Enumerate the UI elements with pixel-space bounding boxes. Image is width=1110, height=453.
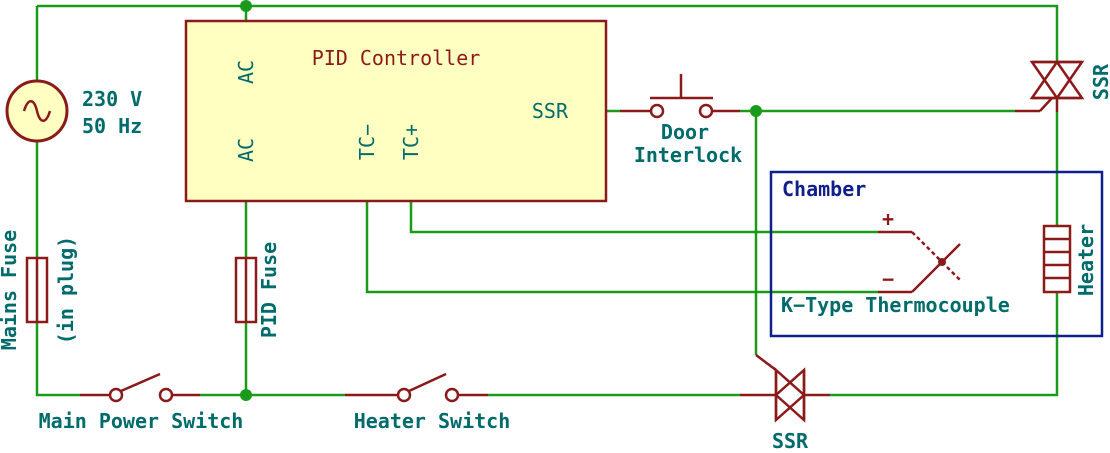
source-frequency: 50 Hz bbox=[82, 114, 142, 138]
pin-ac-bottom: AC bbox=[234, 138, 258, 162]
ac-source: 230 V 50 Hz bbox=[5, 79, 142, 143]
pin-ac-top: AC bbox=[234, 60, 258, 84]
pid-controller: PID Controller AC AC TC− TC+ SSR bbox=[184, 19, 608, 203]
pid-fuse: PID Fuse bbox=[234, 242, 281, 338]
door-label: Door bbox=[661, 120, 709, 144]
door-interlock: Door Interlock bbox=[620, 74, 742, 167]
heater-label: Heater bbox=[1074, 224, 1098, 296]
mains-fuse-note: (in plug) bbox=[54, 236, 78, 344]
ssr-top: SSR bbox=[1015, 59, 1110, 113]
tc-plus-sign: + bbox=[882, 207, 894, 231]
thermocouple-label: K−Type Thermocouple bbox=[781, 293, 1010, 317]
interlock-label: Interlock bbox=[634, 143, 742, 167]
controller-title: PID Controller bbox=[312, 46, 481, 70]
main-power-switch: Main Power Switch bbox=[39, 372, 244, 433]
ssr-bottom: SSR bbox=[740, 354, 830, 453]
ssr-top-label: SSR bbox=[1089, 63, 1110, 100]
junction-dot bbox=[240, 0, 252, 12]
main-switch-label: Main Power Switch bbox=[39, 409, 244, 433]
heater: Heater bbox=[1042, 224, 1098, 296]
heater-switch: Heater Switch bbox=[345, 372, 511, 433]
chamber-title: Chamber bbox=[782, 177, 866, 201]
thermocouple: + − bbox=[878, 207, 961, 294]
junction-dot bbox=[240, 389, 252, 401]
tc-minus-sign: − bbox=[882, 267, 894, 291]
chamber: Chamber + − K−Type Thermocouple bbox=[769, 170, 1104, 338]
mains-fuse-label: Mains Fuse bbox=[0, 230, 21, 350]
junction-dot bbox=[750, 105, 762, 117]
pin-tc-minus: TC− bbox=[355, 124, 379, 160]
pin-ssr: SSR bbox=[532, 99, 569, 123]
mains-fuse: Mains Fuse (in plug) bbox=[0, 230, 78, 350]
ssr-bottom-label: SSR bbox=[772, 429, 809, 453]
pin-tc-plus: TC+ bbox=[399, 124, 423, 160]
heater-switch-label: Heater Switch bbox=[354, 409, 511, 433]
source-voltage: 230 V bbox=[82, 87, 142, 111]
pid-fuse-label: PID Fuse bbox=[257, 242, 281, 338]
